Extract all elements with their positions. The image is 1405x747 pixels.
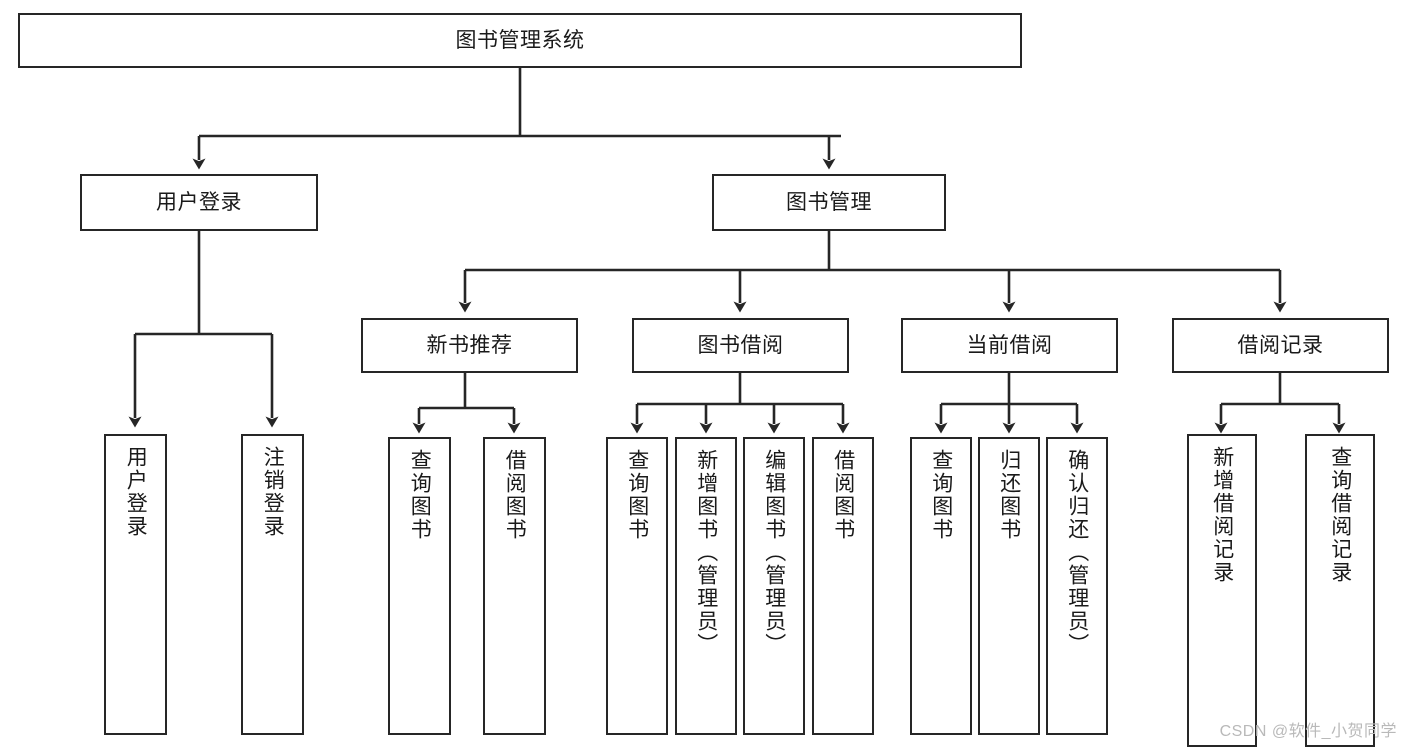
node-leaf-user-login[interactable]: 用户登录 [104,434,167,735]
node-leaf-query-book-1[interactable]: 查询图书 [388,437,451,735]
node-user-login[interactable]: 用户登录 [80,174,318,231]
node-current-borrow[interactable]: 当前借阅 [901,318,1118,373]
node-leaf-user-logout[interactable]: 注销登录 [241,434,304,735]
node-new-book-recommend[interactable]: 新书推荐 [361,318,578,373]
node-user-login-label: 用户登录 [156,190,242,214]
node-book-borrow-label: 图书借阅 [697,333,784,357]
node-leaf-borrow-book-2-label: 借阅图书 [831,449,855,541]
node-root-label: 图书管理系统 [455,28,585,52]
watermark: CSDN @软件_小贺同学 [1219,723,1397,740]
node-leaf-borrow-book-1-label: 借阅图书 [503,449,527,541]
node-leaf-add-book[interactable]: 新增图书（管理员） [675,437,737,735]
node-leaf-user-login-label: 用户登录 [124,446,148,538]
node-leaf-add-record[interactable]: 新增借阅记录 [1187,434,1257,747]
node-book-borrow[interactable]: 图书借阅 [632,318,849,373]
node-root[interactable]: 图书管理系统 [18,13,1022,68]
node-leaf-query-book-2[interactable]: 查询图书 [606,437,668,735]
node-current-borrow-label: 当前借阅 [966,333,1053,357]
node-leaf-user-logout-label: 注销登录 [261,446,285,538]
node-leaf-edit-book[interactable]: 编辑图书（管理员） [743,437,805,735]
node-leaf-add-record-label: 新增借阅记录 [1210,446,1234,584]
node-leaf-add-book-label: 新增图书（管理员） [694,449,718,656]
node-leaf-query-book-3-label: 查询图书 [929,449,953,541]
node-leaf-query-record[interactable]: 查询借阅记录 [1305,434,1375,747]
node-leaf-borrow-book-2[interactable]: 借阅图书 [812,437,874,735]
node-leaf-query-record-label: 查询借阅记录 [1328,446,1352,584]
node-borrow-record[interactable]: 借阅记录 [1172,318,1389,373]
node-new-book-recommend-label: 新书推荐 [426,333,513,357]
node-leaf-return-book-label: 归还图书 [997,449,1021,541]
node-leaf-query-book-1-label: 查询图书 [408,449,432,541]
node-leaf-confirm-return-label: 确认归还（管理员） [1065,449,1089,656]
node-leaf-confirm-return[interactable]: 确认归还（管理员） [1046,437,1108,735]
node-leaf-query-book-2-label: 查询图书 [625,449,649,541]
node-leaf-borrow-book-1[interactable]: 借阅图书 [483,437,546,735]
node-book-management-label: 图书管理 [786,190,872,214]
node-book-management[interactable]: 图书管理 [712,174,946,231]
node-borrow-record-label: 借阅记录 [1237,333,1324,357]
node-leaf-return-book[interactable]: 归还图书 [978,437,1040,735]
node-leaf-edit-book-label: 编辑图书（管理员） [762,449,786,656]
node-leaf-query-book-3[interactable]: 查询图书 [910,437,972,735]
